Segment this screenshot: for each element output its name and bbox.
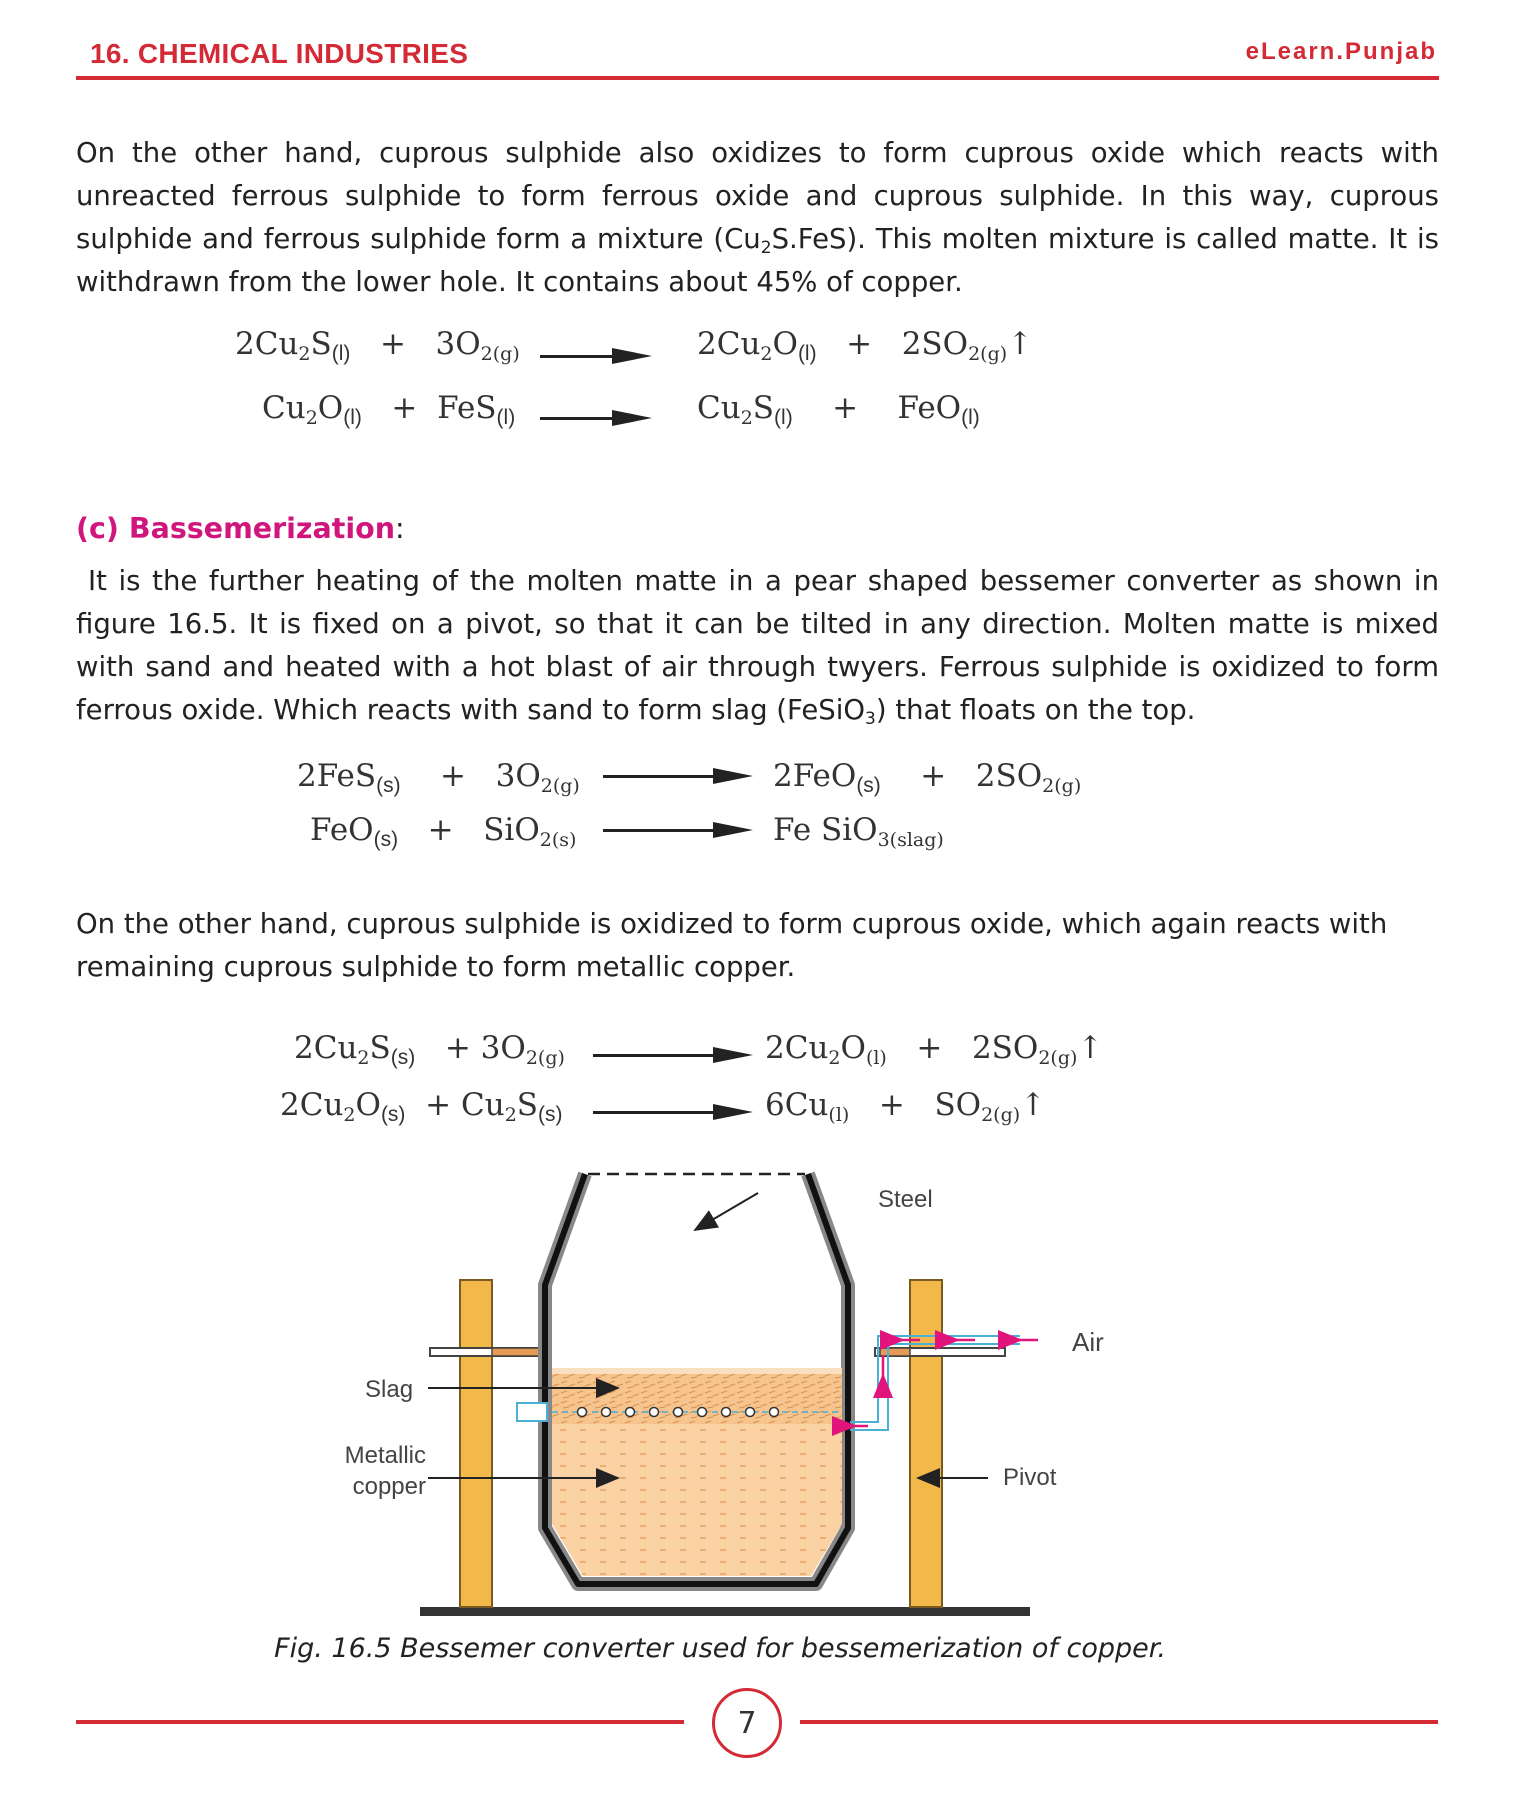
reaction-arrow [540, 346, 652, 366]
bessemer-converter-diagram [420, 1171, 1038, 1616]
equation-2a-reactants: 2FeS(s) + 3O2(g) [297, 758, 580, 797]
reaction-arrow [593, 1102, 753, 1122]
air-label: Air [1072, 1327, 1104, 1357]
subscript: 2 [760, 238, 772, 258]
equation-1b-products: Cu2S(l) + FeO(l) [697, 390, 980, 429]
paragraph-text: It is the further heating of the molten … [76, 565, 1439, 726]
gas-arrow-icon: ↑ [1077, 1030, 1104, 1066]
tuyere-box [516, 1402, 548, 1422]
steel-label: Steel [878, 1186, 933, 1213]
footer-rule-left [76, 1720, 684, 1724]
steel-leader [693, 1192, 759, 1232]
gas-arrow-icon: ↑ [1007, 326, 1034, 362]
tuyere-holes [576, 1406, 780, 1418]
paragraph-text: On the other hand, cuprous sulphide also… [76, 137, 1439, 255]
equation-3a-reactants: 2Cu2S(s) + 3O2(g) [294, 1030, 565, 1069]
pivot-post-right [909, 1279, 943, 1608]
header-rule [76, 76, 1439, 80]
base-plate [420, 1607, 1030, 1616]
equation-1b-reactants: Cu2O(l) + FeS(l) [262, 390, 516, 429]
paragraph-matte: On the other hand, cuprous sulphide also… [76, 132, 1439, 304]
footer-rule-right [800, 1720, 1438, 1724]
equation-2b-reactants: FeO(s) + SiO2(s) [310, 812, 577, 851]
paragraph-bessemerization: It is the further heating of the molten … [76, 560, 1439, 732]
page-number: 7 [712, 1688, 782, 1758]
equation-3b-products: 6Cu(l) + SO2(g)↑ [765, 1087, 1047, 1126]
air-flow-arrows [832, 1330, 1038, 1436]
paragraph-text: S.FeS). This molten mixture is called ma… [76, 223, 1440, 298]
metallic-copper-layer [552, 1422, 842, 1576]
figure-caption: Fig. 16.5 Bessemer converter used for be… [274, 1633, 1166, 1664]
equation-1a-reactants: 2Cu2S(l) + 3O2(g) [235, 326, 520, 365]
converter-shell-inner [542, 1172, 851, 1587]
reaction-arrow [540, 408, 652, 428]
reaction-arrow [593, 1045, 753, 1065]
equation-2b-products: Fe SiO3(slag) [773, 812, 944, 851]
slag-label: Slag [365, 1376, 414, 1403]
equation-3b-reactants: 2Cu2O(s) + Cu2S(s) [280, 1087, 563, 1126]
equation-3a-products: 2Cu2O(l) + 2SO2(g)↑ [765, 1030, 1104, 1069]
pivot-post-left [459, 1279, 493, 1608]
equation-1a-products: 2Cu2O(l) + 2SO2(g)↑ [697, 326, 1034, 365]
brand-name: eLearn.Punjab [1245, 38, 1437, 65]
chapter-title: 16. CHEMICAL INDUSTRIES [90, 38, 469, 69]
paragraph-text: ) that floats on the top. [875, 694, 1196, 726]
subscript: 3 [865, 709, 876, 729]
paragraph-copper: On the other hand, cuprous sulphide is o… [76, 908, 1388, 983]
section-heading: (c) Bassemerization: [76, 512, 405, 545]
slag-layer [552, 1370, 842, 1424]
reaction-arrow [603, 820, 753, 840]
gas-arrow-icon: ↑ [1020, 1087, 1047, 1123]
equation-2a-products: 2FeO(s) + 2SO2(g) [773, 758, 1082, 797]
reaction-arrow [603, 766, 753, 786]
pivot-label: Pivot [1003, 1464, 1057, 1491]
